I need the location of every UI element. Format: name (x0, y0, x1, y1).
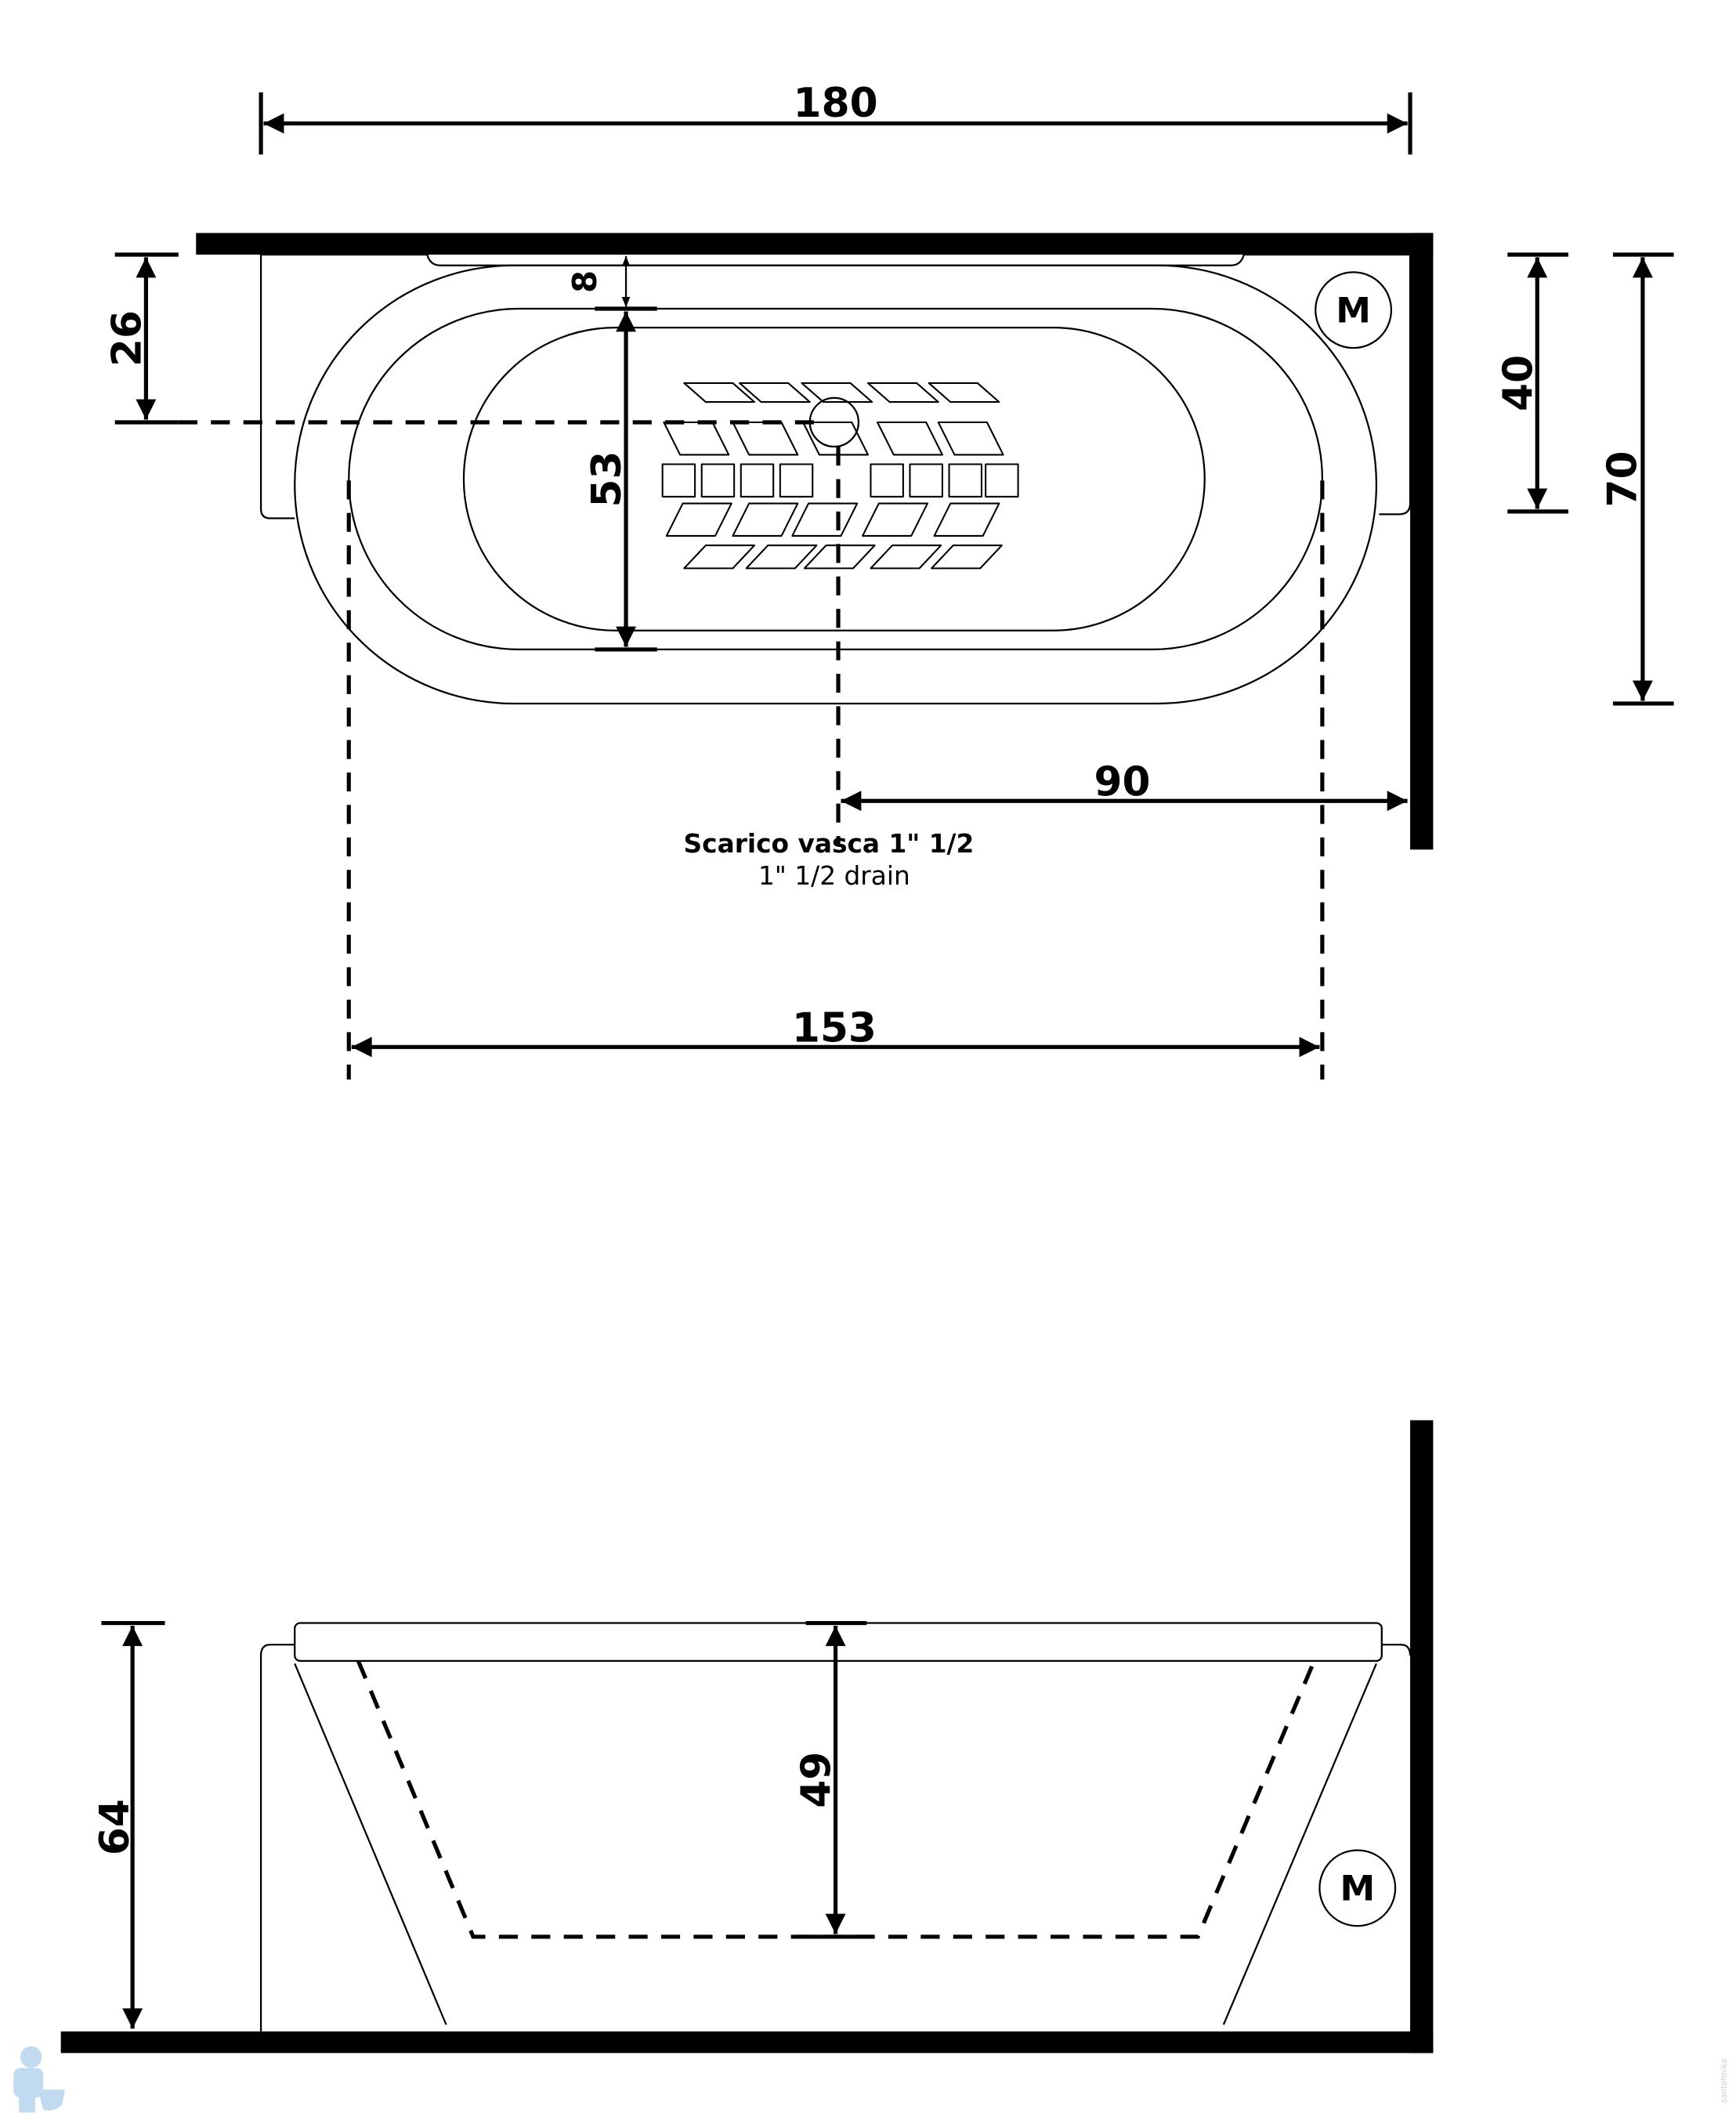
dimension-label: 64 (92, 1799, 139, 1855)
dimension-label: 153 (792, 1004, 877, 1051)
dimension-label: 8 (566, 270, 604, 293)
grille-slot (928, 382, 1000, 403)
drain-grille (661, 382, 1019, 570)
wall-side (1410, 1420, 1434, 2054)
grille-slot (732, 502, 799, 537)
grille-slot (791, 502, 859, 537)
drain-note: Scarico vasca 1" 1/2 1" 1/2 drain (684, 829, 975, 891)
top-view: 180 M 26 8 (103, 80, 1674, 1080)
grille-slot (739, 382, 811, 403)
grille-slot (877, 421, 943, 456)
drain-note-english: 1" 1/2 drain (758, 861, 910, 891)
dimension-inner-depth: 49 (794, 1620, 873, 1939)
grille-slot (700, 463, 736, 498)
grille-slot (985, 463, 1019, 498)
grille-slot (870, 545, 942, 570)
grille-slot (740, 463, 775, 498)
side-view: 64 49 M (60, 1420, 1434, 2054)
motor-label: M (1340, 1867, 1375, 1909)
watermark: santehnika (1720, 2058, 1729, 2103)
motor-marker: M (1318, 1849, 1397, 1927)
dimension-basin-width: 53 (584, 306, 657, 652)
motor-marker: M (1315, 271, 1393, 349)
grille-slot (937, 421, 1004, 456)
grille-slot (683, 382, 756, 403)
grille-slot (803, 545, 876, 570)
grille-slot (802, 421, 870, 456)
grille-slot (801, 382, 873, 403)
dimension-drain-to-wall: 90 (836, 447, 1408, 846)
wall-back (196, 233, 1434, 255)
dimension-label: 53 (584, 451, 631, 507)
dimension-label: 90 (1094, 758, 1150, 805)
grille-slot (870, 463, 904, 498)
floor (60, 2031, 1434, 2054)
dimension-overall-width: 70 (1599, 252, 1674, 706)
tub-outline-top (259, 253, 1412, 705)
grille-slot (732, 421, 799, 456)
dimension-overall-length: 180 (259, 80, 1412, 155)
grille-slot (933, 502, 1000, 537)
grille-slot (663, 421, 730, 456)
drain-note-italian: Scarico vasca 1" 1/2 (684, 829, 975, 859)
grille-slot (661, 463, 696, 498)
grille-slot (683, 545, 756, 570)
dimension-motor-depth: 40 (1495, 252, 1568, 514)
grille-slot (745, 545, 818, 570)
wall-side (1410, 233, 1434, 850)
grille-slot (931, 545, 1003, 570)
dimension-overall-height: 64 (92, 1620, 165, 2029)
grille-slot (862, 502, 928, 537)
grille-slot (909, 463, 943, 498)
plumber-logo-icon (13, 2046, 65, 2113)
grille-slot (665, 502, 732, 537)
grille-slot (866, 382, 939, 403)
dimension-label: 26 (103, 310, 150, 367)
dimension-label: 49 (794, 1752, 841, 1808)
motor-label: M (1336, 289, 1371, 331)
dimension-label: 40 (1495, 355, 1542, 411)
dimension-inner-length: 153 (346, 480, 1325, 1080)
dimension-edge-to-drain: 26 (103, 252, 828, 425)
dimension-rim-offset: 8 (566, 255, 631, 308)
grille-slot (779, 463, 814, 498)
dimension-label: 180 (794, 80, 878, 127)
grille-slot (948, 463, 983, 498)
dimension-label: 70 (1599, 451, 1646, 507)
